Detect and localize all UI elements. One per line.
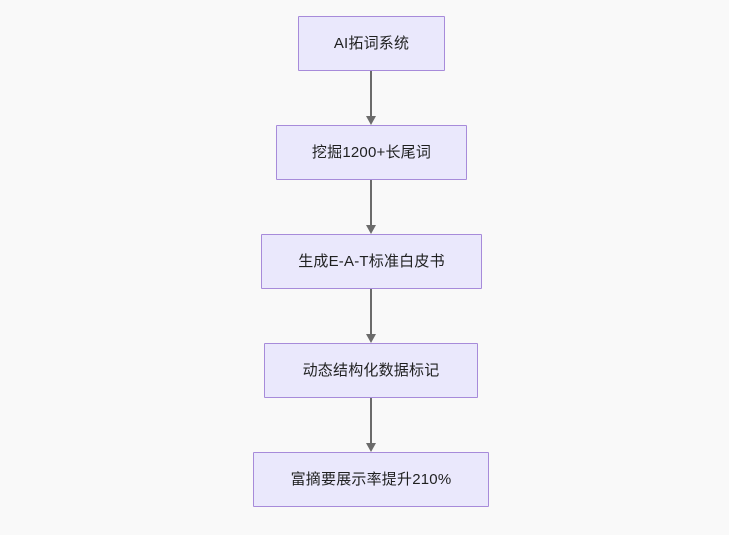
flow-node-n4[interactable]: 动态结构化数据标记 bbox=[264, 343, 478, 398]
flow-edge-n4-to-n5 bbox=[360, 398, 382, 452]
flow-node-label: 动态结构化数据标记 bbox=[302, 361, 440, 379]
flow-edge-n1-to-n2 bbox=[360, 71, 382, 125]
flow-node-n2[interactable]: 挖掘1200+长尾词 bbox=[276, 125, 467, 180]
flow-edge-n2-to-n3 bbox=[360, 180, 382, 234]
flow-node-n3[interactable]: 生成E-A-T标准白皮书 bbox=[261, 234, 482, 289]
flow-node-label: AI拓词系统 bbox=[333, 34, 410, 52]
arrowhead-icon bbox=[366, 116, 376, 125]
flow-node-label: 生成E-A-T标准白皮书 bbox=[298, 252, 445, 270]
flow-node-label: 富摘要展示率提升210% bbox=[290, 470, 452, 488]
flow-node-n1[interactable]: AI拓词系统 bbox=[298, 16, 445, 71]
arrowhead-icon bbox=[366, 334, 376, 343]
arrowhead-icon bbox=[366, 443, 376, 452]
flow-node-label: 挖掘1200+长尾词 bbox=[311, 143, 432, 161]
flow-node-n5[interactable]: 富摘要展示率提升210% bbox=[253, 452, 489, 507]
arrowhead-icon bbox=[366, 225, 376, 234]
flow-edge-n3-to-n4 bbox=[360, 289, 382, 343]
